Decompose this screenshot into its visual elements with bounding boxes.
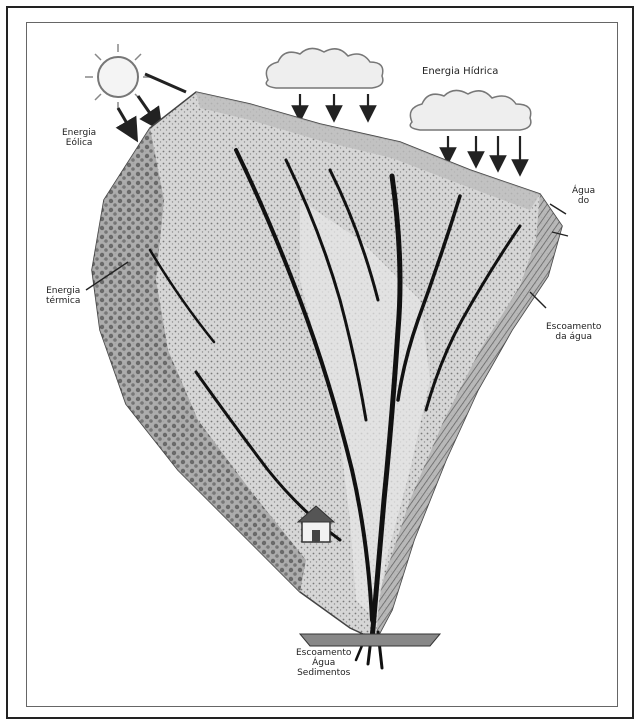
label-line: Sedimentos — [296, 668, 351, 678]
label-energia-hidrica: Energia Hídrica — [422, 67, 498, 77]
label-line: Escoamento — [546, 322, 601, 332]
label-outlet: Escoamento Água Sedimentos — [296, 648, 351, 678]
label-escoamento-agua: Escoamento da água — [546, 322, 601, 342]
label-energia-solar: Energia Eólica — [62, 128, 96, 148]
label-line: Energia Hídrica — [422, 67, 498, 77]
label-line: Água — [572, 186, 595, 196]
cloud-icon — [266, 48, 383, 88]
cloud-icon — [410, 90, 531, 130]
label-line: Energia — [46, 286, 80, 296]
label-line: Escoamento — [296, 648, 351, 658]
outlet-base — [300, 634, 440, 646]
watershed-terrain — [92, 92, 562, 640]
label-line: do — [572, 196, 595, 206]
label-line: Energia — [62, 128, 96, 138]
label-agua: Água do — [572, 186, 595, 206]
label-line: térmica — [46, 296, 80, 306]
label-energia-termica: Energia térmica — [46, 286, 80, 306]
label-line: Eólica — [62, 138, 96, 148]
label-line: da água — [546, 332, 601, 342]
label-line: Água — [296, 658, 351, 668]
